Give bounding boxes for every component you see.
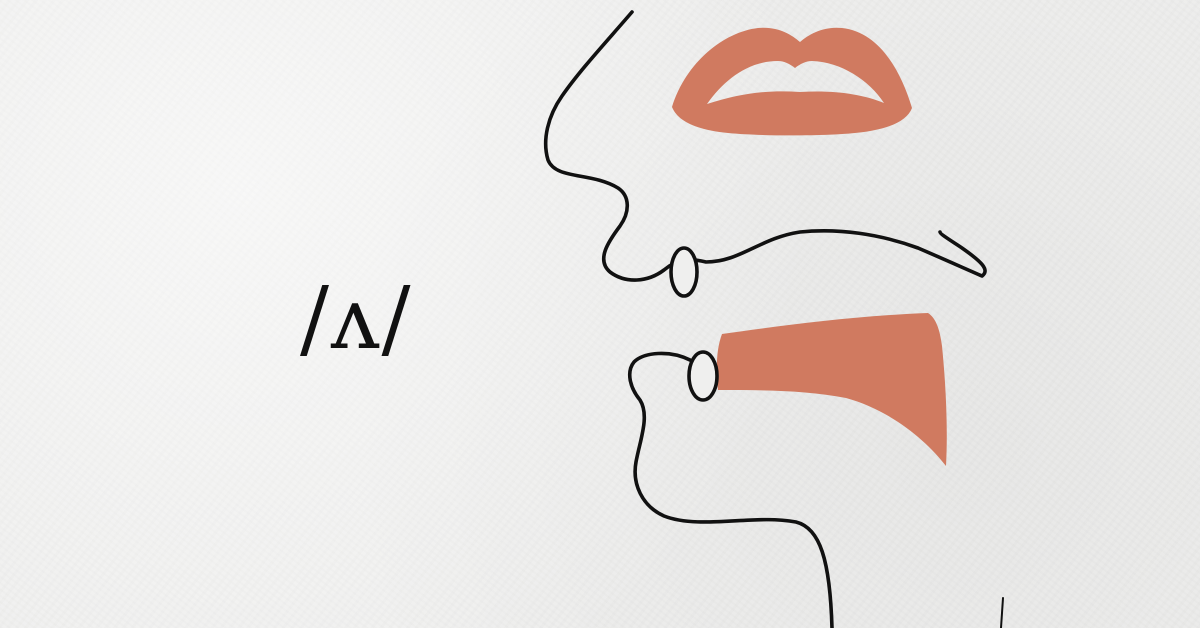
edge-mark — [1000, 597, 1004, 628]
nose-lip-outline — [543, 10, 987, 282]
chin-outline — [627, 351, 834, 628]
tongue-shape — [716, 313, 947, 466]
phoneme-symbol: /ʌ/ — [300, 269, 413, 369]
lower-teeth — [687, 350, 719, 402]
upper-teeth — [669, 246, 699, 298]
lips-icon — [672, 27, 912, 136]
